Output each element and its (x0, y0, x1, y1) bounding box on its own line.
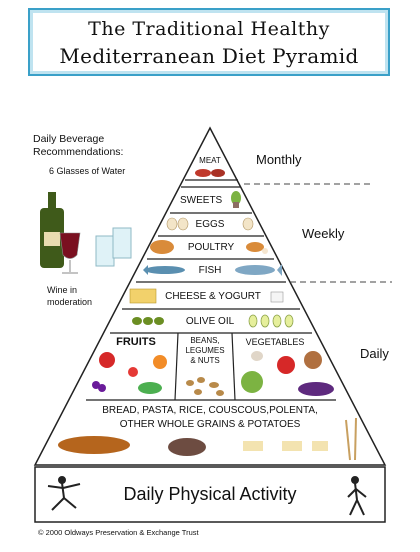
activity-label: Daily Physical Activity (123, 484, 297, 504)
tier-fish-label: FISH (198, 265, 222, 276)
beverage-heading-1: Daily Beverage (33, 133, 105, 145)
olive-oil-drops-icon (248, 314, 294, 328)
water-glasses-icon (95, 227, 132, 267)
tier-olive-oil-label: OLIVE OIL (185, 316, 235, 327)
tier-grains-label-1: BREAD, PASTA, RICE, COUSCOUS,POLENTA, (102, 405, 318, 416)
tier-beans-label-2: LEGUMES (185, 346, 225, 355)
walker-figure-icon (347, 476, 367, 516)
tier-beans-label-3: & NUTS (190, 356, 220, 365)
poultry-icon (150, 240, 268, 254)
frequency-monthly: Monthly (256, 152, 302, 167)
frequency-daily: Daily (360, 346, 389, 361)
tier-sweets-label: SWEETS (180, 195, 223, 206)
eggs-icon (166, 217, 254, 231)
tier-beans-label-1: BEANS, (190, 336, 220, 345)
frequency-weekly: Weekly (302, 226, 345, 241)
tier-poultry-label: POULTRY (187, 242, 235, 253)
title-banner: The Traditional Healthy Mediterranean Di… (28, 8, 390, 76)
wine-label-2: moderation (47, 297, 93, 307)
wine-label-1: Wine in (47, 285, 78, 295)
grains-icon (58, 417, 357, 461)
meat-icon (195, 169, 225, 177)
water-recommendation: 6 Glasses of Water (49, 166, 126, 176)
title-line-1: The Traditional Healthy (88, 18, 330, 40)
vegetables-icon (241, 351, 334, 396)
cheese-icon (129, 288, 284, 304)
copyright-notice: © 2000 Oldways Preservation & Exchange T… (38, 528, 199, 537)
tier-vegetables-label: VEGETABLES (245, 337, 305, 347)
activity-box (34, 466, 386, 523)
frequency-dividers (244, 183, 392, 283)
beverage-heading-2: Recommendations: (33, 146, 124, 158)
fruits-icon (92, 352, 167, 394)
tier-grains-label-2: OTHER WHOLE GRAINS & POTATOES (119, 419, 301, 430)
sweets-icon (231, 191, 241, 208)
tier-fruits-label: FRUITS (116, 336, 156, 348)
tier-separators (86, 179, 336, 401)
runner-figure-icon (47, 476, 81, 511)
wine-bottle-icon (40, 192, 64, 268)
wine-glass-icon (59, 232, 81, 274)
tier-meat-label: MEAT (199, 156, 221, 165)
olive-icon (132, 317, 164, 325)
fish-icon (143, 264, 282, 276)
tier-eggs-label: EGGS (195, 219, 225, 230)
tier-cheese-label: CHEESE & YOGURT (165, 291, 261, 302)
title-line-2: Mediterranean Diet Pyramid (59, 44, 359, 68)
pyramid-outline (33, 126, 387, 466)
beans-nuts-icon (186, 377, 224, 396)
